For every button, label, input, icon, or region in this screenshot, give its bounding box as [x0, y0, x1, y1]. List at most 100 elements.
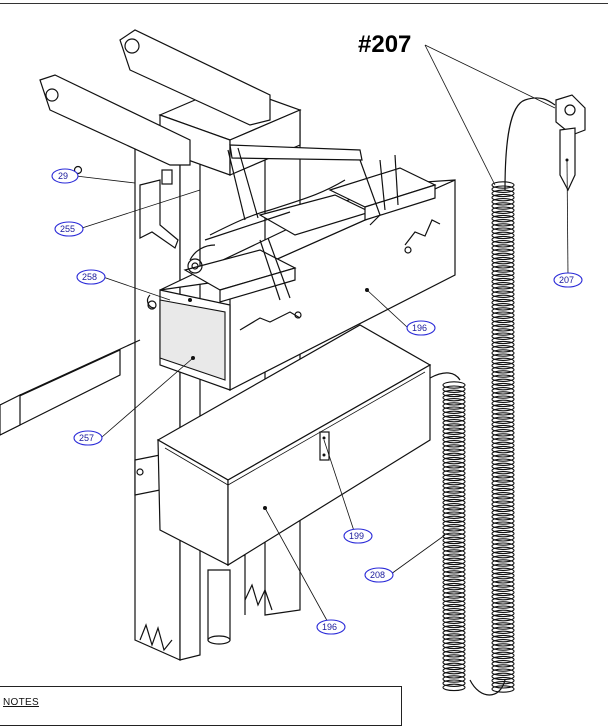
- coil-loop: [491, 420, 515, 429]
- coil-loop: [442, 524, 466, 532]
- plug-207: [555, 94, 586, 192]
- coil-loop: [442, 511, 466, 519]
- coil-loop: [491, 298, 515, 307]
- coil-loop: [442, 645, 466, 654]
- coil-loop: [442, 603, 466, 612]
- coil-loop: [491, 634, 515, 643]
- coil-loop: [442, 477, 466, 486]
- coil-loop: [491, 244, 515, 252]
- coil-loop: [491, 639, 515, 647]
- coil-loop: [442, 423, 466, 431]
- coil-loop: [491, 592, 515, 601]
- coil-loop: [491, 353, 515, 361]
- coil-loop: [442, 582, 466, 591]
- coil-loop: [491, 647, 515, 655]
- callout-257-text: 257: [79, 433, 94, 443]
- coil-loop: [491, 471, 515, 479]
- leader-lines: [75, 44, 569, 627]
- coil-loop: [491, 181, 515, 189]
- coil-loop: [491, 307, 515, 315]
- coil-loop: [442, 385, 466, 393]
- coil-loop: [442, 448, 466, 456]
- coil-loop: [491, 529, 515, 538]
- coil-loop: [442, 595, 466, 603]
- coil-loop: [442, 578, 466, 587]
- coil-loop: [442, 637, 466, 645]
- coil-loop: [491, 466, 515, 475]
- coil-loop: [491, 227, 515, 235]
- coil-loop: [491, 618, 515, 626]
- coil-loop: [491, 277, 515, 286]
- callout-255: 255: [54, 221, 84, 237]
- callout-196-lower: 196: [316, 619, 346, 635]
- coil-loop: [491, 429, 515, 437]
- coil-loop: [442, 658, 466, 666]
- coil-loop: [491, 395, 515, 403]
- callout-208: 208: [364, 567, 394, 583]
- coil-loop: [491, 265, 515, 273]
- coil-loop: [491, 672, 515, 681]
- coil-loop: [442, 612, 466, 620]
- coil-loop: [491, 609, 515, 618]
- coil-loop: [491, 214, 515, 223]
- coil-loop: [491, 517, 515, 525]
- coil-loop: [491, 492, 515, 500]
- coil-loop: [442, 482, 466, 490]
- coil-loop: [491, 567, 515, 576]
- coil-loop: [491, 513, 515, 521]
- coil-loop: [491, 189, 515, 198]
- coil-loop: [442, 675, 466, 683]
- coil-loop: [491, 374, 515, 382]
- coil-loop: [491, 487, 515, 496]
- coil-loop: [442, 427, 466, 435]
- callout-208-text: 208: [370, 570, 385, 580]
- coil-loop: [491, 403, 515, 412]
- coil-loop: [442, 393, 466, 402]
- coil-loop: [491, 483, 515, 492]
- coil-loop: [442, 540, 466, 549]
- coil-loop: [442, 633, 466, 641]
- coil-loop: [491, 441, 515, 450]
- coil-loop: [442, 620, 466, 629]
- notes-title: NOTES: [3, 697, 39, 708]
- coil-loop: [442, 503, 466, 511]
- coil-loop: [491, 433, 515, 441]
- callout-196-lower-text: 196: [322, 622, 337, 632]
- coil-loop: [442, 431, 466, 440]
- coil-loop: [491, 538, 515, 546]
- coil-loop: [442, 419, 466, 427]
- coil-loop: [491, 542, 515, 550]
- coil-loop: [491, 500, 515, 508]
- callout-29: 29: [51, 168, 79, 184]
- coil-loop: [491, 240, 515, 248]
- coil-loop: [491, 231, 515, 240]
- coil-loop: [442, 662, 466, 671]
- coil-loop: [491, 248, 515, 256]
- coil-loop: [442, 389, 466, 398]
- coil-loop: [491, 504, 515, 513]
- coil-loop: [491, 559, 515, 567]
- coil-loop: [442, 561, 466, 570]
- coil-loop: [442, 435, 466, 444]
- top-border-rule: [0, 3, 608, 4]
- coil-loop: [491, 219, 515, 227]
- coil-loop: [491, 445, 515, 454]
- coil-loop: [491, 424, 515, 433]
- coil-loop: [491, 479, 515, 487]
- coil-loop: [442, 599, 466, 608]
- coil-loop: [442, 566, 466, 574]
- coil-loop: [491, 580, 515, 588]
- callout-207-text: 207: [559, 275, 574, 285]
- coil-loop: [442, 473, 466, 482]
- coil-loop: [491, 437, 515, 445]
- coil-loop: [491, 378, 515, 387]
- coil-loop: [491, 643, 515, 651]
- coil-loop: [491, 290, 515, 298]
- coil-loop: [491, 328, 515, 336]
- coil-loop: [491, 282, 515, 290]
- coil-loop: [442, 486, 466, 494]
- coil-loop: [442, 456, 466, 465]
- coil-loop: [491, 605, 515, 613]
- coil-loop: [442, 402, 466, 410]
- coil-loop: [491, 550, 515, 559]
